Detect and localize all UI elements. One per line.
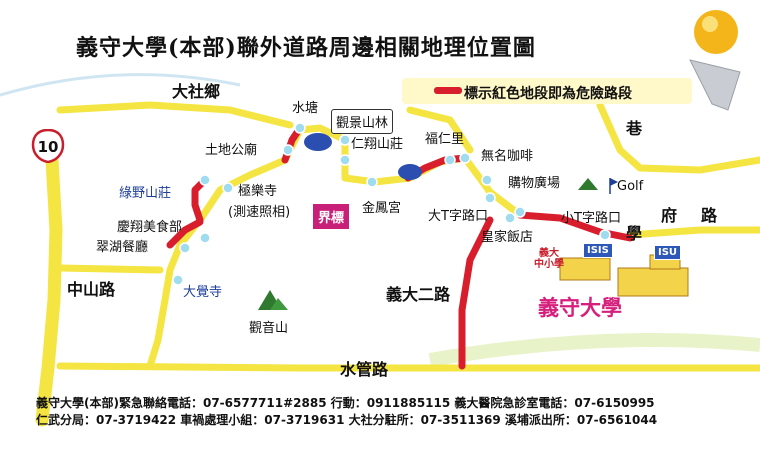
badge-isu: ISU (654, 245, 682, 260)
label-tudigong: 土地公廟 (205, 143, 258, 158)
road-dajue (146, 266, 174, 370)
danger-roads (166, 124, 634, 370)
marker-dot (366, 176, 378, 188)
danger-segment (191, 176, 209, 224)
label-cuihu: 翠湖餐廳 (96, 240, 149, 255)
legend-danger-swatch (434, 87, 462, 94)
route-shield-number: 10 (37, 138, 59, 156)
pond-shuitang (304, 133, 332, 151)
label-speedcam: (測速照相) (228, 205, 291, 220)
label-viewpoint: 觀景山林 (331, 109, 394, 134)
mountain-icon (270, 298, 288, 310)
marker-dot (481, 174, 493, 186)
legend-text: 標示紅色地段即為危險路段 (464, 86, 632, 102)
danger-segment (166, 218, 204, 249)
label-fu-road: 府 (661, 206, 678, 225)
pond-east (398, 164, 422, 180)
label-cafe: 無名咖啡 (481, 149, 534, 164)
label-zhongshan: 中山路 (67, 280, 116, 299)
map-title: 義守大學(本部)聯外道路周邊相關地理位置圖 (76, 35, 536, 61)
footer-contacts-line1: 義守大學(本部)緊急聯絡電話：07-6577711#2885 行動：091188… (36, 396, 655, 410)
label-dajue: 大覺寺 (183, 285, 223, 300)
label-dashe: 大社鄉 (172, 82, 221, 101)
road-east (406, 106, 474, 154)
golf-flag-icon (610, 178, 618, 186)
label-jinfeng: 金鳳宮 (362, 201, 402, 216)
road-route-10 (35, 153, 63, 427)
label-mall: 購物廣場 (508, 176, 561, 191)
marker-dot (294, 122, 306, 134)
campus-building (617, 267, 689, 297)
label-jile: 極樂寺 (238, 184, 278, 199)
footer-contacts-line2: 仁武分局：07-3719422 車禍處理小組：07-3719631 大社分駐所：… (36, 413, 658, 427)
road-zhongshan (56, 264, 164, 274)
marker-dot (504, 212, 516, 224)
marker-dot (339, 134, 351, 146)
marker-dot (599, 229, 611, 241)
marker-dot (514, 206, 526, 218)
pushpin-icon (694, 10, 738, 54)
campus-building (559, 257, 611, 281)
decor-swoosh (428, 333, 760, 367)
label-small-t: 小T字路口 (561, 211, 621, 226)
label-golf: Golf (617, 179, 644, 194)
label-road-char: 路 (701, 206, 718, 225)
label-campus: 義守大學 (538, 295, 622, 320)
road-dashe (56, 101, 294, 129)
legend-box: 標示紅色地段即為危險路段 (402, 78, 692, 104)
road-main (626, 226, 760, 239)
marker-dot (222, 182, 234, 194)
label-lvye: 綠野山莊 (119, 186, 172, 201)
label-xue: 學 (626, 224, 643, 243)
label-school: 義大 中小學 (534, 248, 564, 270)
marker-dot (484, 192, 496, 204)
label-boundary: 界標 (313, 204, 350, 229)
markers (172, 122, 611, 286)
marker-dot (339, 154, 351, 166)
road-shuiguan (56, 362, 760, 372)
yellow-roads (35, 101, 760, 427)
decor-swoosh (0, 73, 241, 97)
label-qingxiang: 慶翔美食部 (117, 220, 183, 235)
marker-dot (444, 154, 456, 166)
danger-segment (458, 216, 494, 370)
label-fuyenli: 福仁里 (425, 132, 465, 147)
golf-icon (578, 178, 598, 190)
pushpin-icon (689, 59, 741, 111)
route-shield-icon (31, 129, 65, 163)
marker-dot (172, 274, 184, 286)
marker-dot (179, 242, 191, 254)
label-guanyin: 觀音山 (249, 321, 289, 336)
badge-isis: ISIS (583, 243, 613, 258)
marker-dot (282, 144, 294, 156)
label-shuiguan: 水管路 (340, 360, 389, 379)
label-lane: 巷 (626, 119, 643, 138)
danger-segment (516, 211, 634, 242)
label-school-text: 義大 中小學 (534, 248, 564, 270)
pushpin-icon (702, 16, 718, 32)
label-yida2: 義大二路 (386, 285, 451, 304)
label-big-t: 大T字路口 (428, 209, 488, 224)
label-hotel: 皇家飯店 (481, 230, 534, 245)
label-shuitang: 水塘 (292, 101, 319, 116)
marker-dot (199, 232, 211, 244)
label-renxiang: 仁翔山莊 (351, 137, 404, 152)
road-lane (596, 101, 760, 174)
marker-dot (199, 174, 211, 186)
marker-dot (459, 152, 471, 164)
